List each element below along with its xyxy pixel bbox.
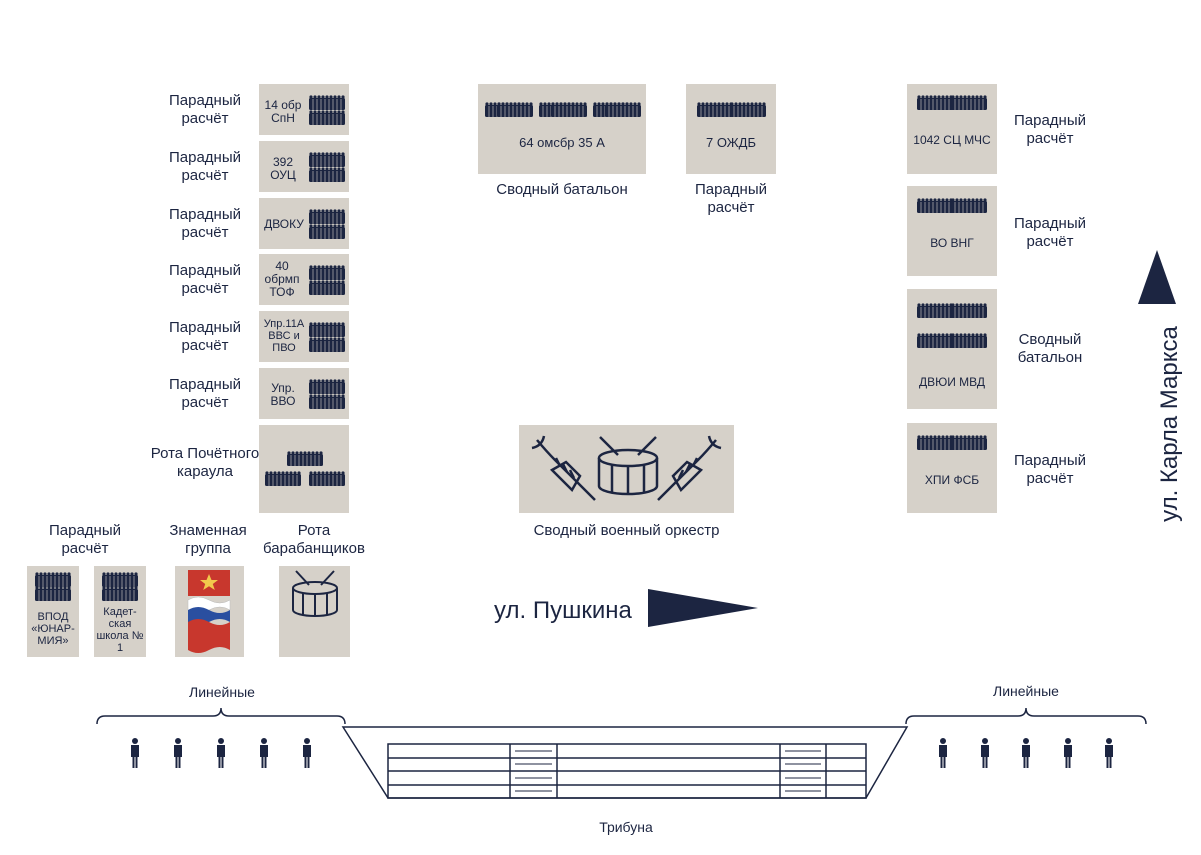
unit-label: Парадный расчёт	[168, 206, 241, 241]
flag-icon	[187, 570, 231, 653]
unit-name: Упр. ВВО	[270, 381, 296, 408]
orchestra-label: Сводный военный оркестр	[533, 522, 720, 539]
unit-name: 40 обрмп ТОФ	[264, 259, 300, 299]
unit-label: Парадный расчёт	[168, 319, 241, 354]
star-icon	[200, 574, 218, 590]
unit-label: Парадный расчёт	[1013, 215, 1086, 250]
street-pushkin: ул. Пушкина	[494, 597, 632, 624]
unit-name: 392 ОУЦ	[270, 155, 296, 182]
unit-name: 7 ОЖДБ	[705, 135, 756, 150]
unit-name: Упр.11А ВВС и ПВО	[263, 318, 305, 354]
unit-name: ДВОКУ	[264, 217, 304, 231]
unit-label: Сводный батальон	[1017, 331, 1083, 366]
soldier-block-icon	[34, 95, 988, 602]
lineynye-left-label: Линейные	[189, 684, 255, 700]
unit-name: 64 омсбр 35 А	[519, 135, 605, 150]
unit-name: ВПОД «ЮНАР-МИЯ»	[31, 611, 75, 647]
unit-box	[686, 84, 776, 174]
arrow-right-icon	[648, 589, 758, 627]
honor-guard-label: Рота Почётного караула	[150, 445, 260, 480]
unit-label: Парадный расчёт	[168, 376, 241, 411]
soldier-icon	[131, 738, 1113, 768]
unit-name: ХПИ ФСБ	[924, 473, 980, 487]
arrow-up-icon	[1138, 250, 1176, 304]
unit-name: 14 обр СпН	[264, 98, 302, 125]
honor-guard-box	[259, 425, 349, 513]
unit-label: Парадный расчёт	[1013, 112, 1086, 147]
unit-label: Сводный батальон	[496, 181, 628, 198]
unit-label: Парадный расчёт	[1013, 452, 1086, 487]
unit-name: Кадет-ская школа № 1	[96, 606, 144, 654]
tribune-label: Трибуна	[599, 819, 653, 835]
parade-label: Парадный расчёт	[48, 522, 121, 557]
unit-label: Парадный расчёт	[168, 262, 241, 297]
drum-icon	[292, 570, 338, 617]
tribune-outline	[341, 726, 909, 799]
unit-label: Парадный расчёт	[694, 181, 767, 216]
drum-icon	[597, 436, 659, 496]
banner-label: Знаменная группа	[169, 522, 247, 557]
trumpet-icon	[657, 435, 722, 501]
unit-label: Парадный расчёт	[168, 92, 241, 127]
unit-name: ВО ВНГ	[930, 236, 974, 250]
unit-label: Парадный расчёт	[168, 149, 241, 184]
unit-name: ДВЮИ МВД	[918, 375, 986, 389]
drummers-label: Рота барабанщиков	[263, 522, 365, 557]
trumpet-icon	[531, 435, 596, 501]
unit-name: 1042 СЦ МЧС	[913, 133, 991, 147]
lineynye-right-label: Линейные	[993, 683, 1059, 699]
battalion-box	[478, 84, 646, 174]
